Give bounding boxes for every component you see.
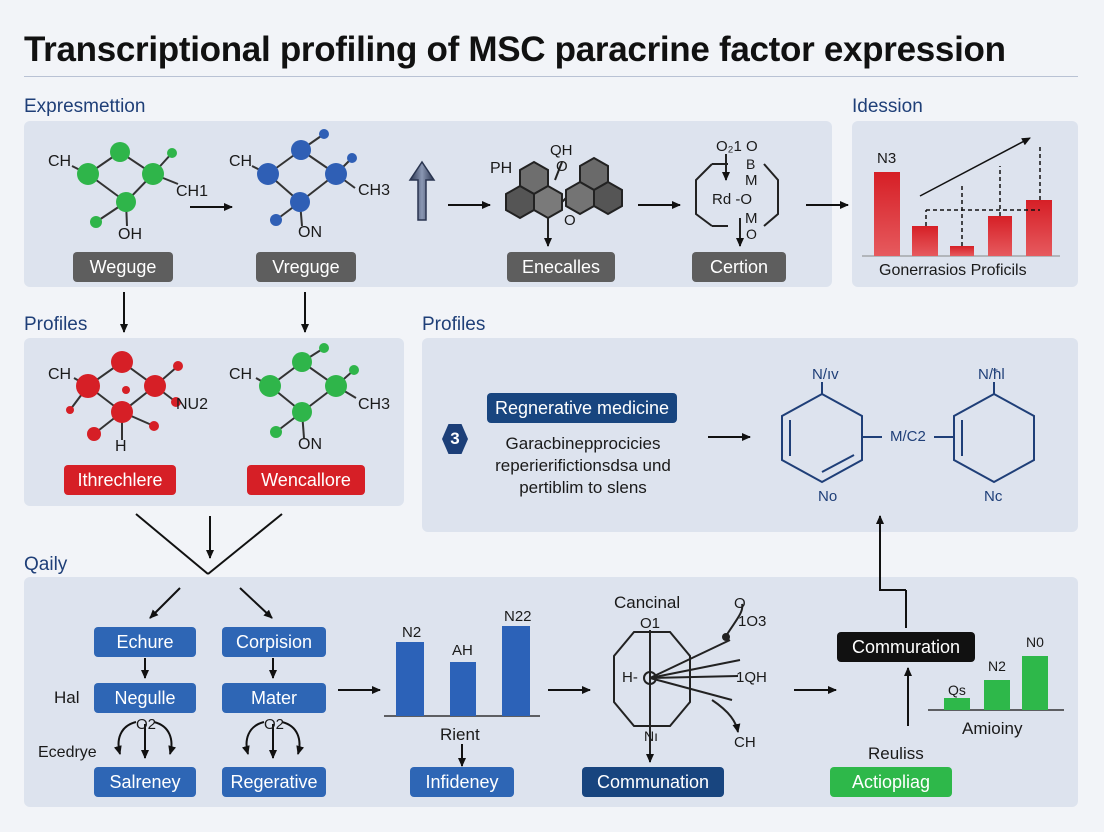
label-salreney: Salreney <box>94 767 196 797</box>
mol6-ch3: CH3 <box>358 396 391 413</box>
bar-label-ah: AH <box>452 642 473 659</box>
title-divider <box>24 76 1078 77</box>
section-label-mid-right: Profiles <box>422 314 486 335</box>
label-vreguge: Vreguge <box>256 252 356 282</box>
label-weguge: Weguge <box>73 252 173 282</box>
mol3-qh: QH <box>550 142 573 159</box>
mol2-ch3: CH3 <box>358 182 391 199</box>
desc-line-1: Garacbinepprocicies <box>505 434 661 453</box>
section-label-top-right: Idession <box>852 96 923 117</box>
ring-n-top-left: N/ıv <box>812 366 839 383</box>
section-label-top-left: Expresmettion <box>24 96 146 117</box>
label-echure: Echure <box>94 627 196 657</box>
mol5-nu2: NU2 <box>176 396 209 413</box>
section-label-bottom: Qaily <box>24 554 68 575</box>
ring-mc2: M/C2 <box>890 428 926 445</box>
green-bar-label-n0: N0 <box>1026 634 1044 650</box>
mol5-h: H <box>115 438 127 455</box>
converging-lines <box>135 513 283 575</box>
mol1-ch1: CH1 <box>176 183 209 200</box>
cancinal-o: O <box>734 595 746 612</box>
step-badge-3: 3 <box>442 424 468 454</box>
ring-n-bot-left: No <box>818 488 838 505</box>
page-title: Transcriptional profiling of MSC paracri… <box>24 30 1006 69</box>
cancinal-1o3: 1O3 <box>738 613 767 630</box>
mol1-ch: CH <box>48 153 72 170</box>
label-corpision: Corpision <box>222 627 326 657</box>
idession-caption: Gonerrasios Proficils <box>879 262 1027 279</box>
label-hal: Hal <box>54 688 80 707</box>
green-bar-label-n2: N2 <box>988 658 1006 674</box>
label-wencallore: Wencallore <box>247 465 365 495</box>
mol5-ch: CH <box>48 366 72 383</box>
cancinal-ni: Nı <box>644 728 658 744</box>
mol3-o-bot: O <box>564 212 576 229</box>
mol1-oh: OH <box>118 226 142 243</box>
idession-n3: N3 <box>877 150 897 167</box>
ring-n-top-right: N/ħl <box>978 366 1005 383</box>
cancinal-title: Cancinal <box>614 593 681 612</box>
label-communation: Communation <box>582 767 724 797</box>
green-bar-label-qs: Qs <box>948 682 966 698</box>
mol6-ch: CH <box>229 366 253 383</box>
label-ithrechlere: Ithrechlere <box>64 465 176 495</box>
label-negulle: Negulle <box>94 683 196 713</box>
mol2-ch: CH <box>229 153 253 170</box>
bars-caption-rient: Rient <box>440 725 480 744</box>
desc-line-2: reperierifictionsdsa und <box>495 456 671 475</box>
tag-regenerative-medicine: Regnerative medicine <box>487 393 677 423</box>
mol4-o1: O₂1 O <box>716 138 758 155</box>
mol4-m2: M <box>745 210 758 227</box>
label-ecedrye: Ecedrye <box>38 744 97 761</box>
cancinal-h: H- <box>622 669 638 686</box>
cancinal-1qh: 1QH <box>736 669 767 686</box>
mol4-m1: M <box>745 172 758 189</box>
mol3-o-top: O <box>556 158 568 175</box>
green-bars-caption: Amioiny <box>962 719 1023 738</box>
mol4-b1: B <box>746 156 756 172</box>
mol6-on: ON <box>298 436 322 453</box>
mol4-rd: Rd -O <box>712 191 753 208</box>
label-mater: Mater <box>222 683 326 713</box>
cancinal-ch: CH <box>734 734 756 751</box>
label-commuration: Commuration <box>837 632 975 662</box>
bar-label-n22: N22 <box>504 608 532 625</box>
bar-label-n2: N2 <box>402 624 422 641</box>
label-certion: Certion <box>692 252 786 282</box>
section-label-mid-left: Profiles <box>24 314 88 335</box>
mol4-o2: O <box>746 226 757 242</box>
label-o2-right: O2 <box>264 716 285 733</box>
mol2-on: ON <box>298 224 322 241</box>
label-o2-left: O2 <box>136 716 157 733</box>
label-regerative: Regerative <box>222 767 326 797</box>
label-actiopliag: Actiopliag <box>830 767 952 797</box>
label-enecalles: Enecalles <box>507 252 615 282</box>
desc-line-3: pertiblim to slens <box>519 478 647 497</box>
mol3-ph: PH <box>490 160 513 177</box>
label-infideney: Infideney <box>410 767 514 797</box>
label-reuliss: Reuliss <box>868 744 924 763</box>
cancinal-o1: O1 <box>640 615 661 632</box>
ring-n-bot-right: Nc <box>984 488 1003 505</box>
